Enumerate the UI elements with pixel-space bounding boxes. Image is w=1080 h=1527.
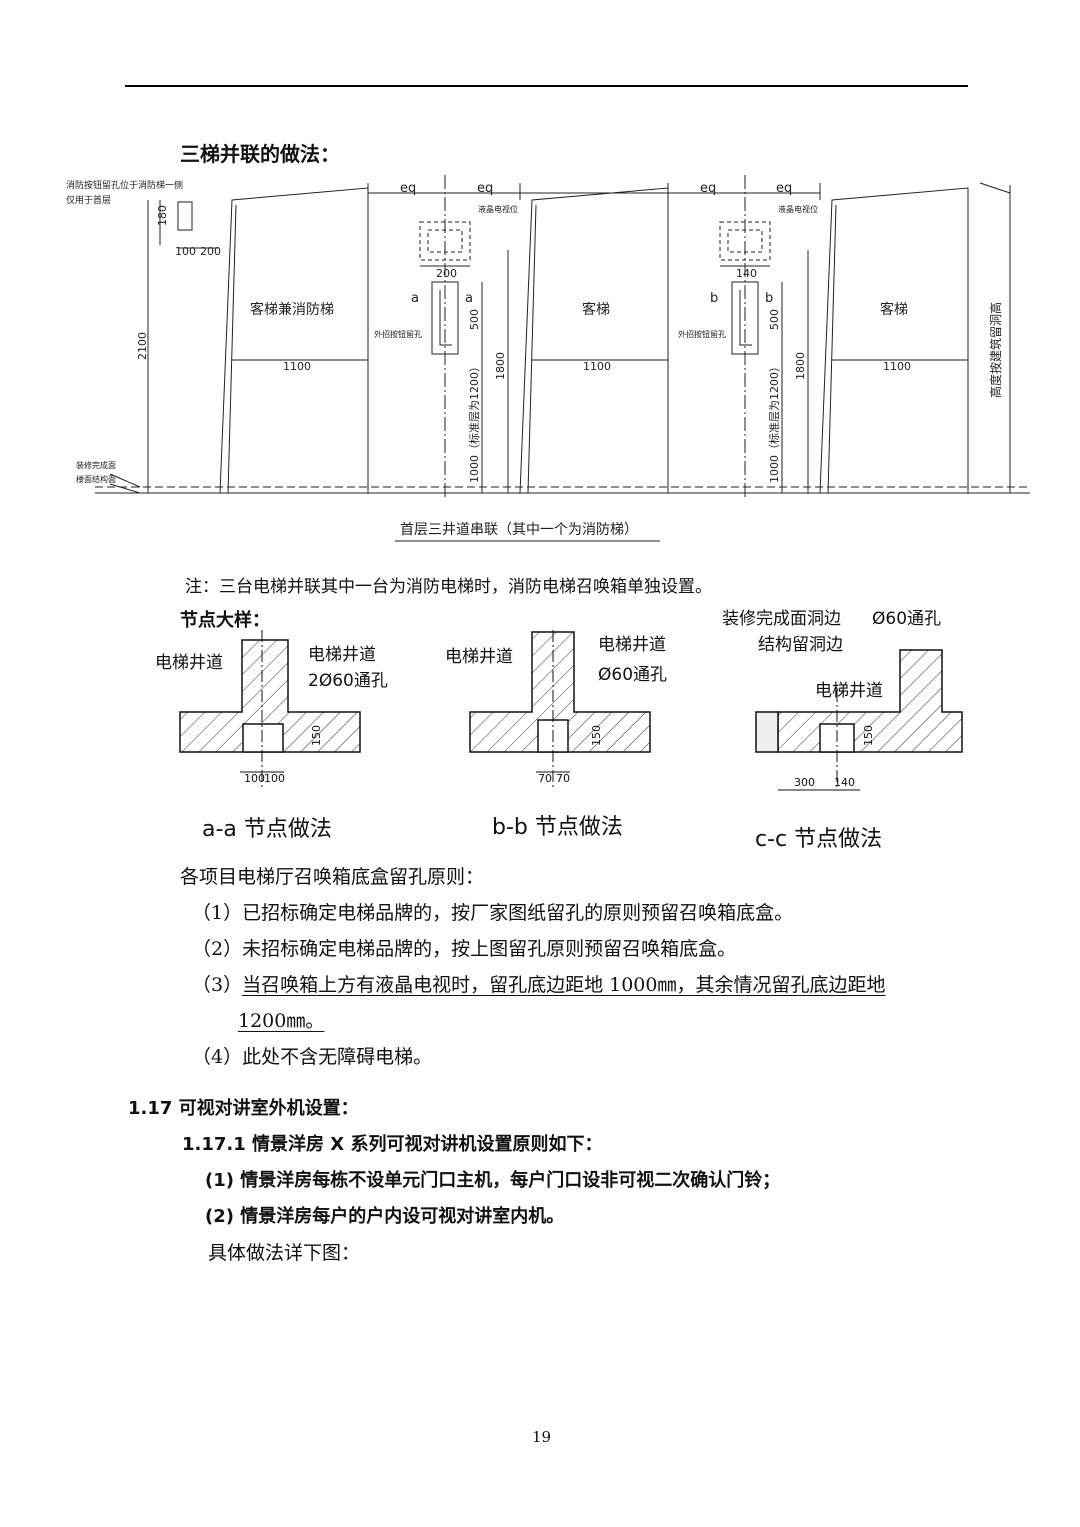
detail-b-dim-h: 150 [590, 725, 603, 746]
dim-500-a: 500 [468, 309, 481, 330]
detail-a-caption: a-a 节点做法 [202, 817, 332, 842]
dim-1800-b: 1800 [794, 352, 807, 380]
detail-c-hole: Ø60通孔 [872, 609, 941, 629]
eq-4: eq [776, 181, 792, 196]
section-mark-a-left: a [411, 291, 419, 306]
principle-item-1: （1）已招标确定电梯品牌的，按厂家图纸留孔的原则预留召唤箱底盒。 [192, 902, 794, 924]
page-number: 19 [532, 1428, 552, 1446]
dim-1000-b: 1000（标准层为1200） [767, 361, 781, 483]
dim-2100: 2100 [136, 332, 149, 360]
dim-1100-2: 1100 [583, 360, 611, 373]
dim-1800-a: 1800 [494, 352, 507, 380]
shaft1-label: 客梯兼消防梯 [250, 301, 334, 318]
detail-c-dim1: 300 [794, 776, 815, 789]
section-117: 1.17 可视对讲室外机设置： [128, 1098, 359, 1119]
finish-floor-label: 装修完成面 [76, 460, 116, 470]
detail-a-dim2: 100 [264, 772, 285, 785]
dim-200: 200 [200, 245, 221, 258]
detail-c-finish-edge: 装修完成面洞边 [722, 609, 841, 629]
dim-500-b: 500 [768, 309, 781, 330]
right-height-label: 高度按建筑留洞高 [988, 302, 1003, 398]
lcd-label-2: 液晶电视位 [778, 204, 818, 214]
section-mark-b-left: b [710, 291, 718, 306]
detail-c-caption: c-c 节点做法 [755, 827, 882, 852]
dim-140: 140 [736, 267, 757, 280]
detail-b-dim1: 70 [538, 772, 552, 785]
principle-item-4: （4）此处不含无障碍电梯。 [192, 1046, 433, 1068]
section-mark-b-right: b [765, 291, 773, 306]
dim-1100-1: 1100 [283, 360, 311, 373]
principle-item-3-prefix: （3） [192, 974, 243, 996]
eq-1: eq [400, 181, 416, 196]
detail-b-dim2: 70 [556, 772, 570, 785]
dim-100: 100 [175, 245, 196, 258]
dim-200b: 200 [436, 267, 457, 280]
detail-c-shaft: 电梯井道 [815, 681, 883, 701]
top-note-line1: 消防按钮留孔位于消防梯一侧 [66, 179, 183, 191]
top-note-line2: 仅用于首层 [66, 194, 111, 206]
button-hole-label-a: 外招按钮留孔 [374, 329, 422, 339]
lcd-label-1: 液晶电视位 [478, 204, 518, 214]
node-title: 节点大样： [180, 610, 270, 631]
eq-2: eq [477, 181, 493, 196]
detail-a-hole: 2Ø60通孔 [308, 671, 388, 691]
header-rule [125, 85, 968, 87]
dim-180: 180 [156, 205, 169, 226]
principle-item-3: （3）当召唤箱上方有液晶电视时，留孔底边距地 1000㎜，其余情况留孔底边距地 [192, 970, 886, 997]
detail-a-shaft-right: 电梯井道 [308, 645, 376, 665]
detail-b-hole: Ø60通孔 [598, 665, 667, 685]
rule-2: (2) 情景洋房每户的户内设可视对讲室内机。 [205, 1206, 565, 1227]
section-mark-a-right: a [465, 291, 473, 306]
dim-1100-3: 1100 [883, 360, 911, 373]
principles-title: 各项目电梯厅召唤箱底盒留孔原则： [180, 866, 485, 888]
principle-item-3-line2: 1200㎜。 [238, 1010, 325, 1032]
principle-item-2: （2）未招标确定电梯品牌的，按上图留孔原则预留召唤箱底盒。 [192, 938, 737, 960]
detail-b-caption: b-b 节点做法 [492, 815, 623, 840]
shaft3-label: 客梯 [880, 301, 908, 318]
detail-c-struct-edge: 结构留洞边 [758, 635, 843, 655]
eq-3: eq [700, 181, 716, 196]
section-title: 三梯并联的做法： [180, 142, 340, 166]
button-hole-label-b: 外招按钮留孔 [678, 329, 726, 339]
structure-floor-label: 楼面结构面 [76, 474, 116, 484]
note: 注：三台电梯并联其中一台为消防电梯时，消防电梯召唤箱单独设置。 [185, 577, 712, 597]
rule-1: (1) 情景洋房每栋不设单元门口主机，每户门口设非可视二次确认门铃； [205, 1170, 781, 1191]
detail-a-shaft-left: 电梯井道 [155, 653, 223, 673]
detail-b-shaft-left: 电梯井道 [445, 647, 513, 667]
detail-b-shaft-right: 电梯井道 [598, 635, 666, 655]
node-details: 电梯井道 电梯井道 2Ø60通孔 电梯井道 电梯井道 Ø60通孔 装修完成面洞边… [155, 609, 963, 852]
rule-detail: 具体做法详下图： [208, 1242, 361, 1264]
elevation-drawing: 消防按钮留孔位于消防梯一侧 仅用于首层 装修完成面 楼面结构面 液晶电视位 液晶… [66, 175, 1030, 542]
principle-item-3-line1: 当召唤箱上方有液晶电视时，留孔底边距地 1000㎜，其余情况留孔底边距地 [242, 974, 886, 996]
section-1171: 1.17.1 情景洋房 X 系列可视对讲机设置原则如下： [182, 1134, 603, 1155]
dim-1000-a: 1000（标准层为1200） [467, 361, 481, 483]
detail-a-dim1: 100 [244, 772, 265, 785]
shaft2-label: 客梯 [582, 301, 610, 318]
detail-c-dim-h: 150 [862, 725, 875, 746]
detail-c-dim2: 140 [834, 776, 855, 789]
detail-a-dim-h: 150 [310, 725, 323, 746]
elevation-caption: 首层三井道串联（其中一个为消防梯） [400, 522, 638, 538]
